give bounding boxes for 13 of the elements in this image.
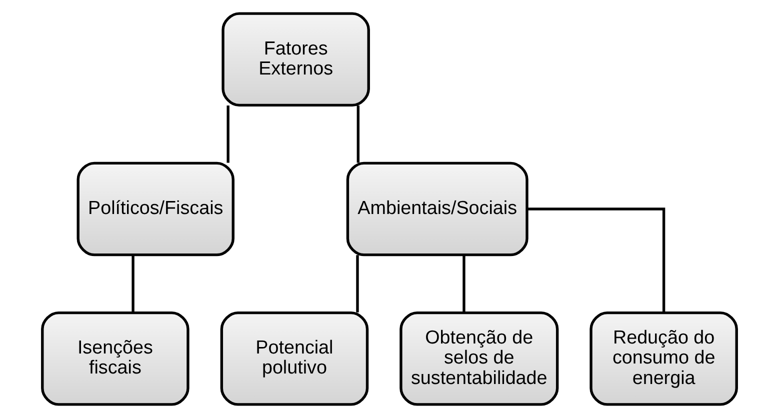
connector — [132, 255, 134, 312]
node-box: Ambientais/Sociais — [346, 162, 528, 256]
connector — [356, 255, 359, 312]
connector — [462, 255, 466, 312]
node-box: Políticos/Fiscais — [76, 162, 234, 256]
connector — [226, 106, 230, 163]
node-box: Isenções fiscais — [41, 311, 190, 406]
connector — [528, 208, 666, 312]
node-box: Obtenção de selos de sustentabilidade — [400, 311, 559, 406]
node-box: Redução do consumo de energia — [590, 311, 738, 406]
node-box: Fatores Externos — [222, 12, 370, 107]
node-box: Potencial polutivo — [220, 311, 369, 406]
connector — [356, 106, 360, 163]
